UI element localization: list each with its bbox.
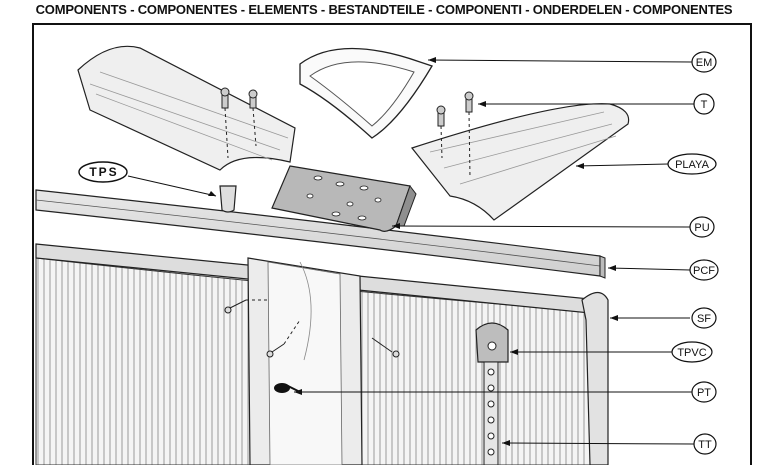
left-cap-screws [220,87,258,159]
svg-text:PLAYA: PLAYA [675,159,709,171]
pu-plate [271,165,417,232]
svg-text:PCF: PCF [693,265,715,277]
label-sf: SF [691,307,717,329]
frame-border [32,23,752,465]
right-cap-screws [436,91,474,179]
tt-strip [483,361,499,465]
left-playa-cap [77,45,296,171]
svg-text:TPVC: TPVC [677,347,706,359]
svg-text:T: T [701,99,708,111]
label-tps: TPS [78,161,128,183]
em-connector [299,47,433,139]
label-pcf: PCF [689,259,719,281]
right-playa-cap [410,103,630,221]
label-tt: TT [693,433,717,455]
svg-text:PU: PU [694,222,709,234]
post-screws [224,299,400,358]
callout-arrowheads [208,57,618,446]
svg-text:SF: SF [697,313,711,325]
components-heading: COMPONENTS - COMPONENTES - ELEMENTS - BE… [35,2,733,17]
svg-text:TPS: TPS [89,165,118,179]
label-tpvc: TPVC [671,341,713,363]
svg-text:TT: TT [698,439,712,451]
label-playa: PLAYA [667,153,717,175]
label-pu: PU [689,216,715,238]
label-pt: PT [691,381,717,403]
callout-lines [127,59,695,445]
svg-text:EM: EM [696,57,713,69]
label-t: T [693,93,715,115]
tps-cup [219,185,237,213]
svg-text:PT: PT [697,387,711,399]
label-em: EM [691,51,717,73]
stabilizer-sf [581,291,609,465]
